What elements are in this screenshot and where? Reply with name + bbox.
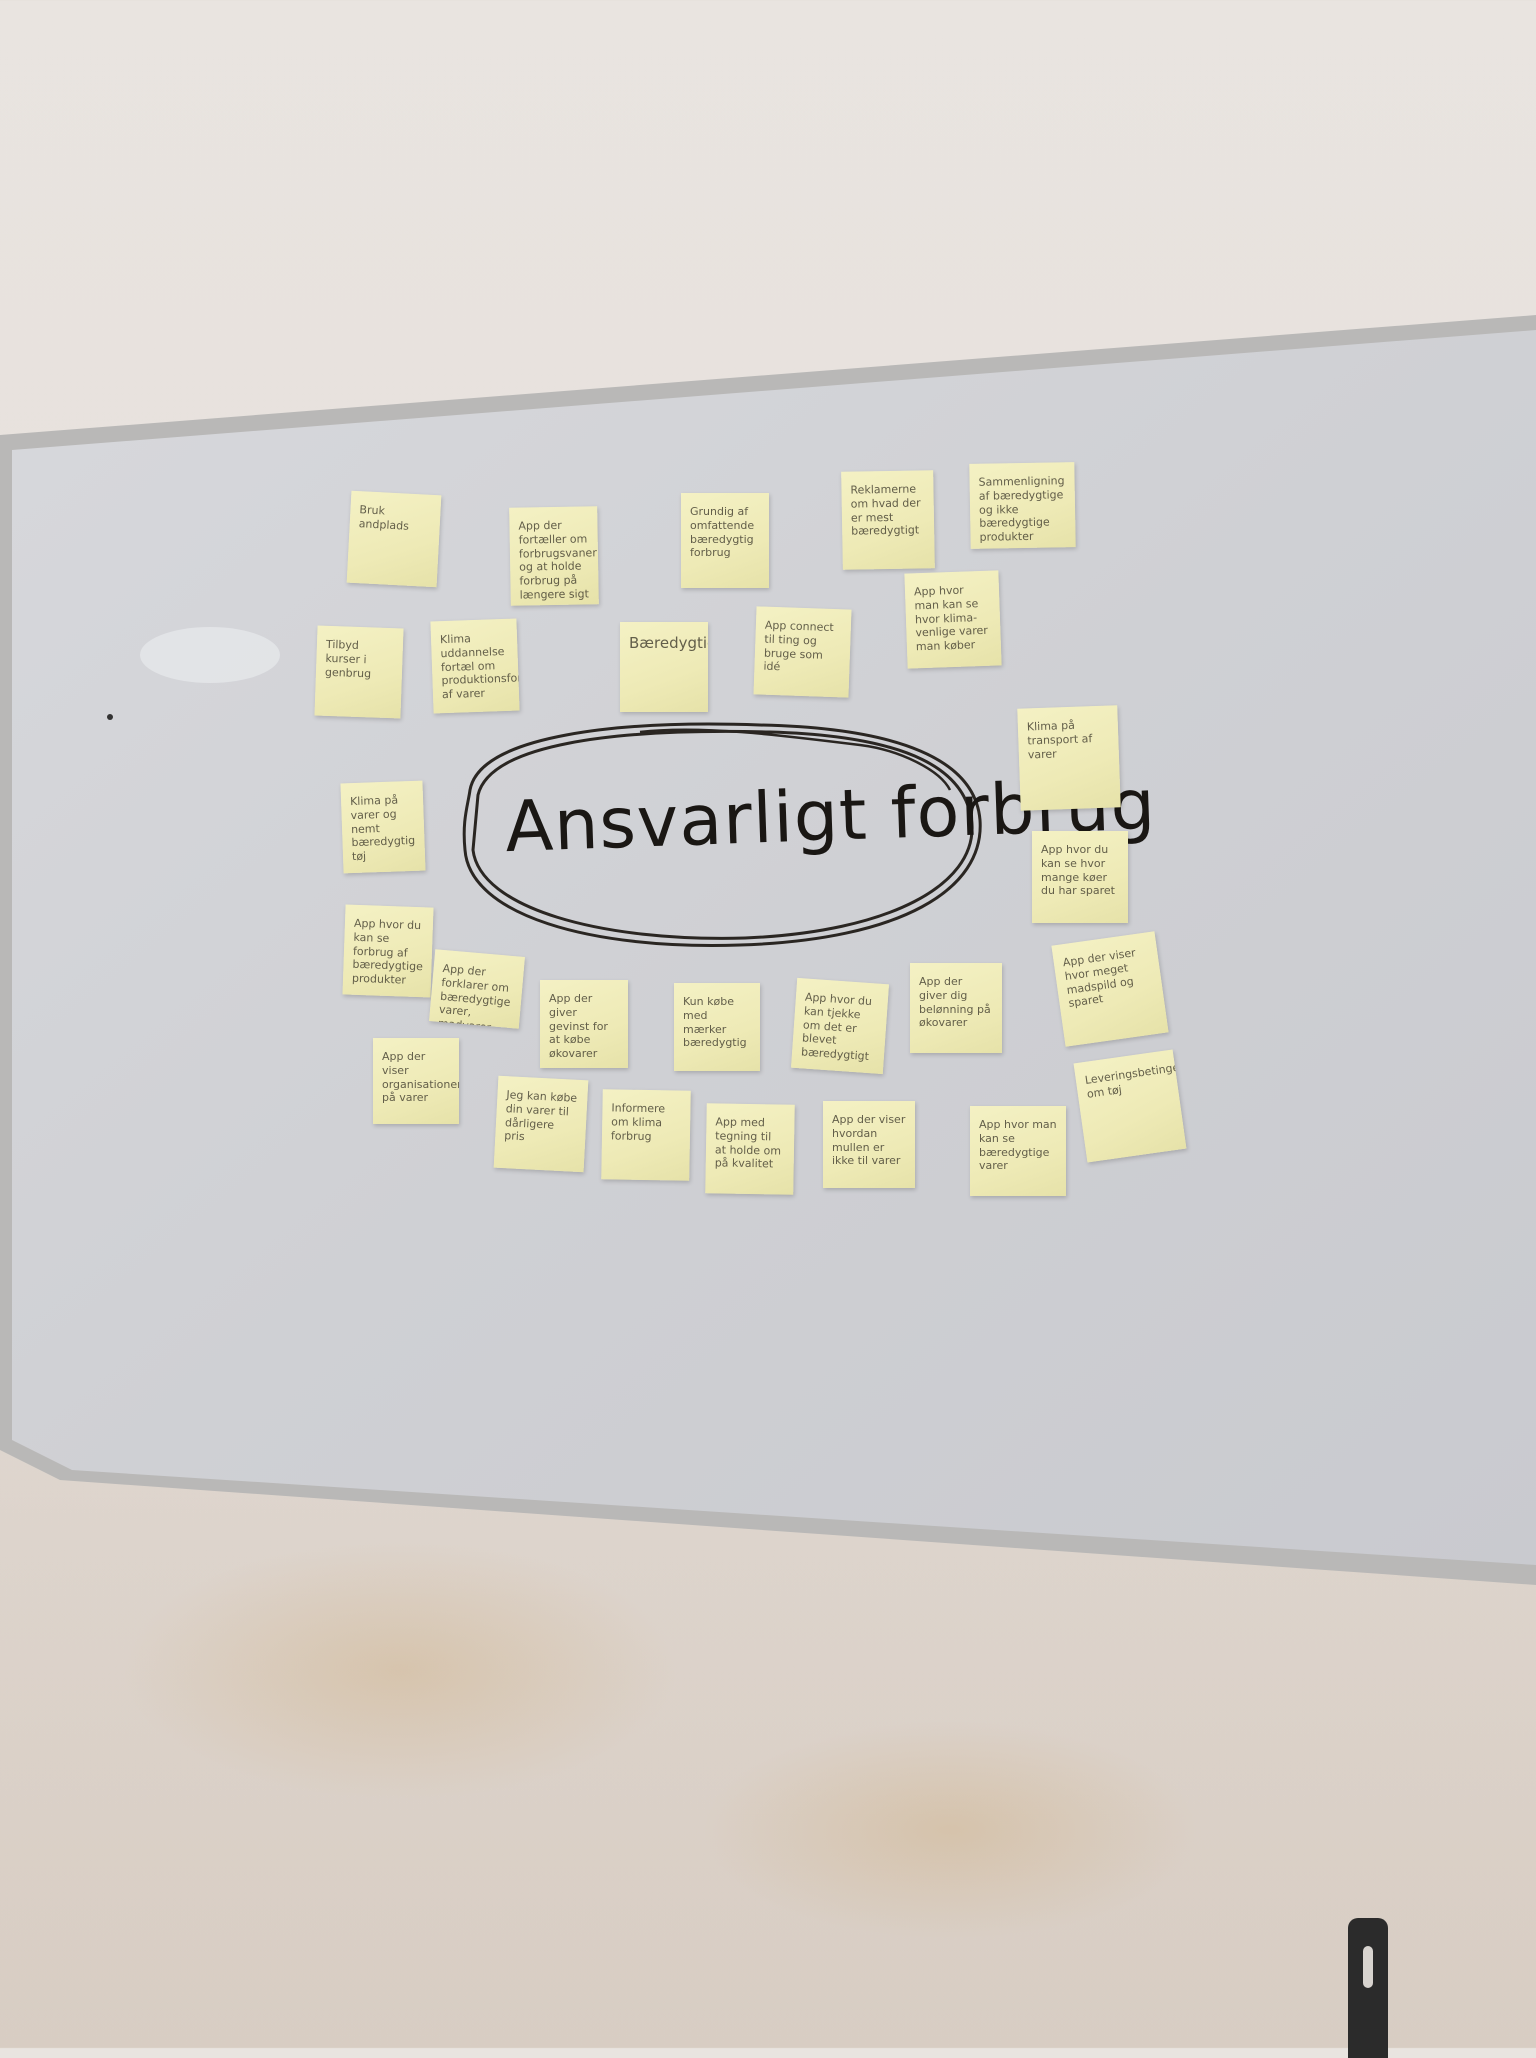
title-oval [462, 722, 982, 947]
sticky-note: Grundig af omfattende bæredygtig forbrug [681, 493, 769, 588]
board-title: Ansvarligt forbrug [503, 763, 1158, 869]
sticky-note: Bæredygtighed [620, 622, 708, 712]
sticky-note: Jeg kan købe din varer til dårligere pri… [493, 1075, 589, 1173]
sticky-note: Tilbyd kurser i genbrug [314, 625, 404, 719]
wall-stain [120, 1540, 680, 1800]
sticky-note: App der giver dig belønning på økovarer [910, 963, 1002, 1053]
sticky-note: App hvor du kan se hvor mange køer du ha… [1032, 831, 1128, 923]
sticky-note: Bruk andplads [346, 490, 442, 588]
sticky-note: Klima uddannelse fortæl om produktionsfo… [430, 618, 520, 714]
sticky-note: App der giver gevinst for at købe økovar… [540, 980, 628, 1068]
sticky-note: App med tegning til at holde om på kvali… [705, 1103, 795, 1195]
sticky-note: Informere om klima forbrug [601, 1089, 691, 1181]
sticky-note: Leveringsbetingelser om tøj [1073, 1049, 1187, 1163]
sticky-note: Sammenligning af bæredygtige og ikke bær… [969, 462, 1076, 549]
wall-stain [700, 1720, 1200, 1940]
sticky-note: App hvor du kan se forbrug af bæredygtig… [342, 904, 434, 998]
sticky-note: App connect til ting og bruge som idé [753, 606, 852, 698]
sticky-note: App der forklarer om bæredygtige varer, … [429, 949, 525, 1029]
sticky-note: Reklamerne om hvad der er mest bæredygti… [841, 470, 935, 570]
sticky-note: App der fortæller om forbrugsvaner og at… [509, 506, 599, 606]
sticky-note: Klima på transport af varer [1017, 705, 1121, 811]
sticky-note: App hvor man kan se hvor klima-venlige v… [904, 570, 1002, 669]
sticky-note: App der viser hvor meget madspild og spa… [1051, 931, 1169, 1047]
sticky-note: App hvor man kan se bæredygtige varer [970, 1106, 1066, 1196]
whiteboard-surface [12, 330, 1536, 1565]
door-handle [1348, 1918, 1388, 2058]
sticky-note: Kun købe med mærker bæredygtig [674, 983, 760, 1071]
sticky-note: App hvor du kan tjekke om det er blevet … [790, 977, 890, 1075]
sticky-note: App der viser hvordan mullen er ikke til… [823, 1101, 915, 1188]
sticky-note: Klima på varer og nemt bæredygtig tøj [340, 780, 426, 874]
sticky-note: App der viser organisationer på varer [373, 1038, 459, 1124]
